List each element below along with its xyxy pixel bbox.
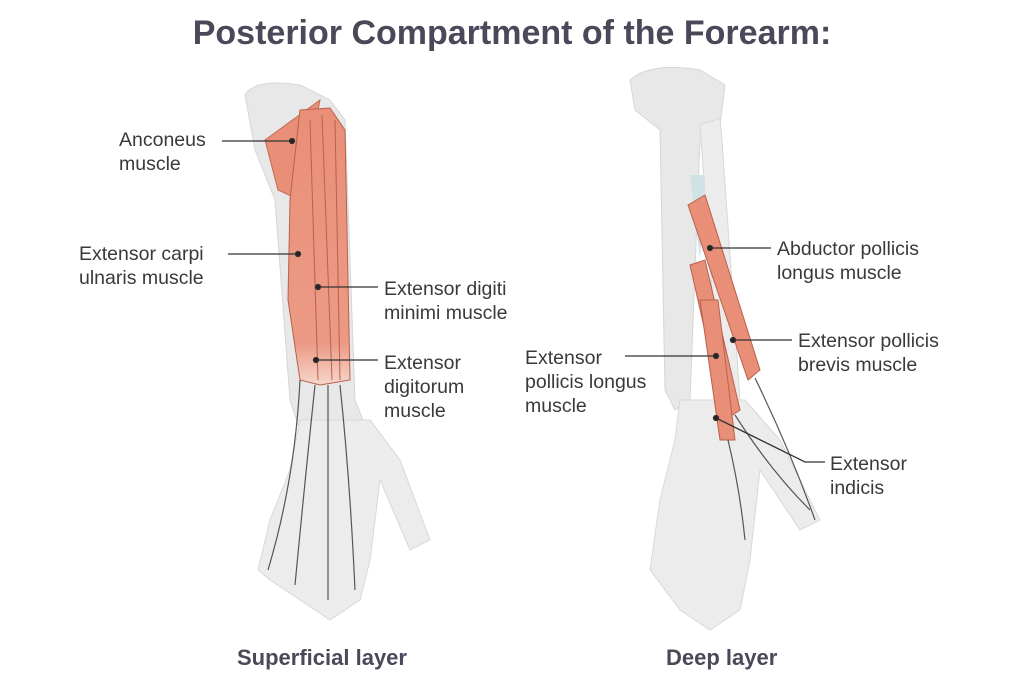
- label-extensor-indicis: Extensor indicis: [830, 452, 907, 500]
- label-line: Abductor pollicis: [777, 238, 919, 260]
- label-line: Extensor: [830, 453, 907, 475]
- label-line: indicis: [830, 477, 885, 499]
- label-line: digitorum: [384, 376, 465, 398]
- label-extensor-digiti-minimi: Extensor digiti minimi muscle: [384, 277, 508, 325]
- label-line: Anconeus: [119, 129, 206, 151]
- label-line: Extensor: [384, 352, 461, 374]
- label-extensor-pollicis-longus: Extensor pollicis longus muscle: [525, 346, 646, 418]
- label-line: muscle: [525, 395, 587, 417]
- caption-superficial-layer: Superficial layer: [237, 645, 407, 670]
- label-anconeus: Anconeus muscle: [119, 128, 206, 176]
- label-extensor-carpi-ulnaris: Extensor carpi ulnaris muscle: [79, 242, 204, 290]
- label-line: ulnaris muscle: [79, 267, 204, 289]
- label-line: Extensor pollicis: [798, 330, 939, 352]
- label-line: muscle: [384, 400, 446, 422]
- caption-deep-layer: Deep layer: [666, 645, 778, 670]
- label-line: pollicis longus: [525, 371, 647, 393]
- label-extensor-pollicis-brevis: Extensor pollicis brevis muscle: [798, 329, 939, 377]
- label-line: minimi muscle: [384, 302, 508, 324]
- label-abductor-pollicis-longus: Abductor pollicis longus muscle: [777, 237, 919, 285]
- label-extensor-digitorum: Extensor digitorum muscle: [384, 351, 464, 423]
- label-line: muscle: [119, 153, 181, 175]
- label-line: Extensor digiti: [384, 278, 507, 300]
- label-line: longus muscle: [777, 262, 902, 284]
- page-title: Posterior Compartment of the Forearm:: [192, 14, 832, 52]
- leader-lines: [222, 137, 825, 463]
- label-line: Extensor carpi: [79, 243, 204, 265]
- deep-arm-drawing: [629, 67, 821, 631]
- label-line: Extensor: [525, 347, 602, 369]
- label-line: brevis muscle: [798, 354, 918, 376]
- superficial-arm-drawing: [244, 82, 431, 621]
